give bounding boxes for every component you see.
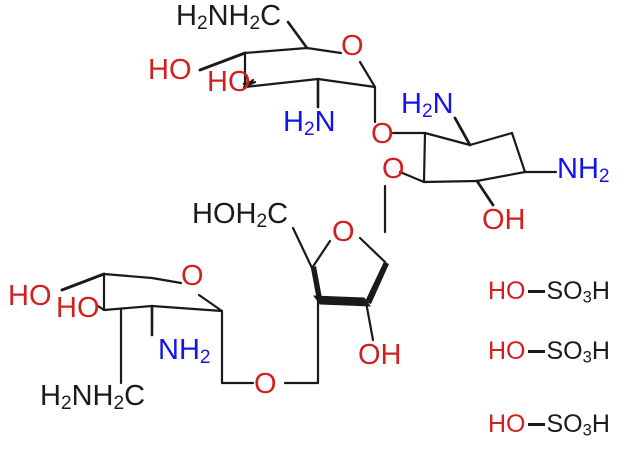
label-center-hydroxyl: OH xyxy=(358,339,402,371)
counterion-ho-1: HO xyxy=(488,277,526,305)
counterion-so3h-1: SO3H xyxy=(546,277,610,307)
counterion-so3h-2: SO3H xyxy=(546,337,610,367)
label-bottom-hydroxyl-lower: HO xyxy=(56,292,100,324)
counterion-ho-2: HO xyxy=(488,337,526,365)
bond-f-wedge-right xyxy=(366,262,389,304)
label-right-hydroxyl: OH xyxy=(482,204,526,236)
counterion-row-3: HO SO3H xyxy=(488,410,610,441)
bond-top-ho-upper xyxy=(198,51,247,72)
bond-r-c6-c1 xyxy=(422,131,427,184)
bond-r-c3-c4 xyxy=(510,131,527,174)
bond-f-front-wedge xyxy=(312,295,372,307)
label-bottom-aminomethyl: H2NH2C xyxy=(40,380,146,415)
label-bottom-hydroxyl-upper: HO xyxy=(8,280,52,312)
bond-r-nh2-top xyxy=(453,116,472,147)
label-bottom-ring-oxygen: O xyxy=(181,260,204,292)
label-right-amine: NH2 xyxy=(557,153,610,188)
label-top-hydroxyl-lower: HO xyxy=(207,66,251,98)
glycosidic-bonds xyxy=(383,131,427,234)
bond-top-c3-c4 xyxy=(243,77,320,89)
bond-top-ho2-seg xyxy=(242,80,254,86)
label-top-ring-oxygen: O xyxy=(341,30,364,62)
counterion-bond-2 xyxy=(527,349,545,353)
label-glycosidic-oxygen-lower: O xyxy=(382,153,405,185)
label-top-aminomethyl: H2NH2C H2NH2C xyxy=(176,0,282,35)
bond-b-c1-c2 xyxy=(150,304,224,313)
label-glycosidic-oxygen-upper: O xyxy=(371,118,394,150)
right-ring-bonds xyxy=(422,116,558,207)
label-right-amine-top: H2N xyxy=(401,88,454,123)
bond-r-c5-c6 xyxy=(422,179,479,184)
bond-r-c2-c3 xyxy=(468,131,514,147)
counterion-row-2: HO SO3H xyxy=(488,337,610,368)
label-ether-oxygen: O xyxy=(254,368,277,400)
counterion-row-1: HO SO3H xyxy=(488,277,610,308)
counterion-ho-3: HO xyxy=(488,410,526,438)
counterion-bond-3 xyxy=(527,422,545,426)
label-center-ring-oxygen: O xyxy=(332,216,355,248)
bond-top-c1-o xyxy=(305,46,343,55)
bond-top-c2-c3 xyxy=(316,77,377,89)
bond-top-ch2n xyxy=(286,20,309,50)
ether-chain-bonds xyxy=(220,343,320,385)
bond-b-c4-o xyxy=(150,276,183,285)
bottom-ring-bonds xyxy=(60,272,224,385)
bond-f-o-c1 xyxy=(358,236,387,264)
bond-f-ch2oh xyxy=(291,226,314,270)
bond-b-o-c1 xyxy=(197,293,224,313)
label-center-hydroxymethyl: HOH2C xyxy=(192,198,289,233)
bond-top-o-c2 xyxy=(358,60,377,89)
bond-f-oh xyxy=(364,300,375,342)
bond-b-ho-lower xyxy=(96,304,106,312)
counterion-bond-1 xyxy=(527,289,545,293)
counterion-so3h-3: SO3H xyxy=(546,410,610,440)
bond-b-ho-upper xyxy=(60,272,106,292)
label-top-amine: H2N xyxy=(283,106,336,141)
bond-r-c1-c2 xyxy=(423,131,472,147)
bond-b-c2-c3 xyxy=(102,304,154,312)
bond-top-ho-lower-final xyxy=(243,82,252,89)
bond-b-c5-c4 xyxy=(102,272,154,280)
bond-o-lower-to-rightring xyxy=(398,170,426,184)
bond-r-c4-c5 xyxy=(475,170,527,183)
bond-top-c5-c1 xyxy=(243,46,309,55)
label-bottom-amine: NH2 xyxy=(158,334,211,369)
label-top-hydroxyl-upper: HO xyxy=(148,54,192,86)
bond-f-c4-o xyxy=(310,239,332,270)
bond-r-oh xyxy=(475,179,495,207)
bond-f-wedge-left xyxy=(312,266,322,300)
